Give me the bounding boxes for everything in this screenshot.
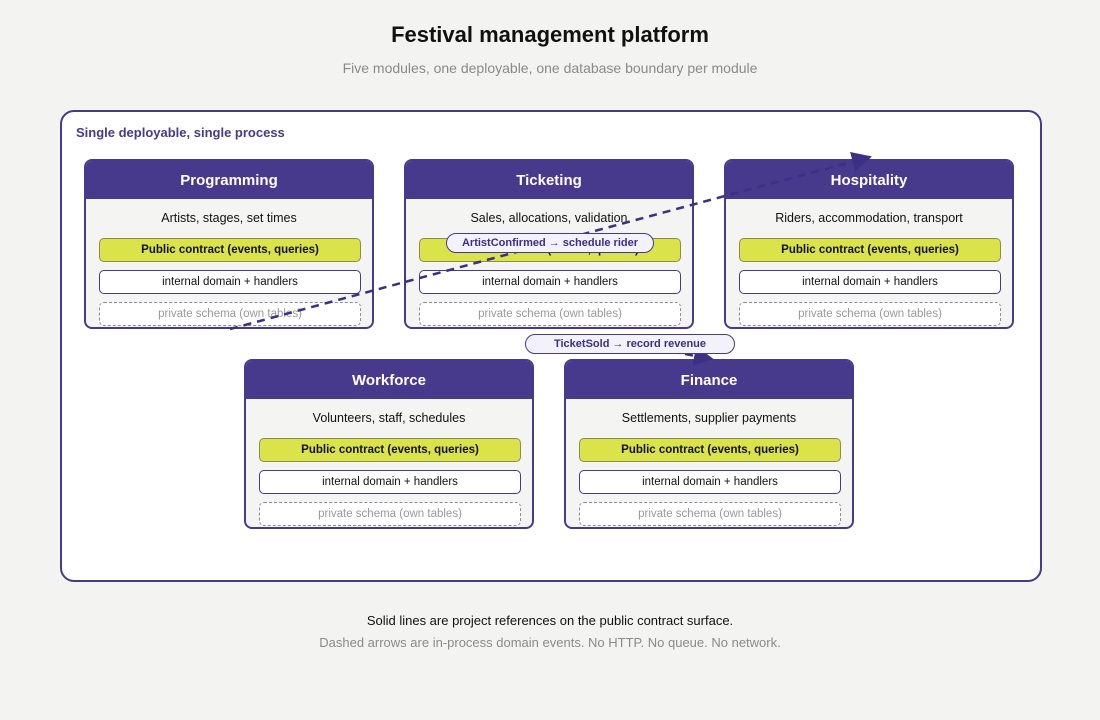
event-arrow-artist-confirmed xyxy=(229,152,872,331)
module-description: Volunteers, staff, schedules xyxy=(312,411,466,425)
module-description: Riders, accommodation, transport xyxy=(775,211,963,225)
module-title: Finance xyxy=(566,361,852,399)
page-subtitle: Five modules, one deployable, one databa… xyxy=(342,60,758,76)
module-description: Sales, allocations, validation xyxy=(470,211,628,225)
event-label-ticket-sold: TicketSold → record revenue xyxy=(525,334,735,354)
event-label-artist-confirmed: ArtistConfirmed → schedule rider xyxy=(446,233,654,253)
module-finance[interactable]: Finance Settlements, supplier payments P… xyxy=(564,359,854,529)
internal-domain-layer: internal domain + handlers xyxy=(579,470,841,494)
legend-note-dashed-arrows: Dashed arrows are in-process domain even… xyxy=(319,635,781,650)
internal-domain-layer: internal domain + handlers xyxy=(739,270,1001,294)
page-title: Festival management platform xyxy=(391,22,709,47)
public-contract-layer: Public contract (events, queries) xyxy=(739,238,1001,262)
legend-note-solid-lines: Solid lines are project references on th… xyxy=(366,613,734,628)
internal-domain-layer: internal domain + handlers xyxy=(259,470,521,494)
module-description: Settlements, supplier payments xyxy=(621,411,797,425)
module-description: Artists, stages, set times xyxy=(161,211,297,225)
private-schema-layer: private schema (own tables) xyxy=(259,502,521,526)
private-schema-layer: private schema (own tables) xyxy=(579,502,841,526)
public-contract-layer: Public contract (events, queries) xyxy=(579,438,841,462)
module-workforce[interactable]: Workforce Volunteers, staff, schedules P… xyxy=(244,359,534,529)
module-programming[interactable]: Programming Artists, stages, set times P… xyxy=(84,159,374,329)
module-hospitality[interactable]: Hospitality Riders, accommodation, trans… xyxy=(724,159,1014,329)
module-title: Ticketing xyxy=(406,161,692,199)
public-contract-layer: Public contract (events, queries) xyxy=(99,238,361,262)
private-schema-layer: private schema (own tables) xyxy=(419,302,681,326)
boundary-label: Single deployable, single process xyxy=(76,125,285,140)
module-title: Programming xyxy=(86,161,372,199)
public-contract-layer: Public contract (events, queries) xyxy=(259,438,521,462)
internal-domain-layer: internal domain + handlers xyxy=(99,270,361,294)
module-title: Workforce xyxy=(246,361,532,399)
private-schema-layer: private schema (own tables) xyxy=(739,302,1001,326)
internal-domain-layer: internal domain + handlers xyxy=(419,270,681,294)
